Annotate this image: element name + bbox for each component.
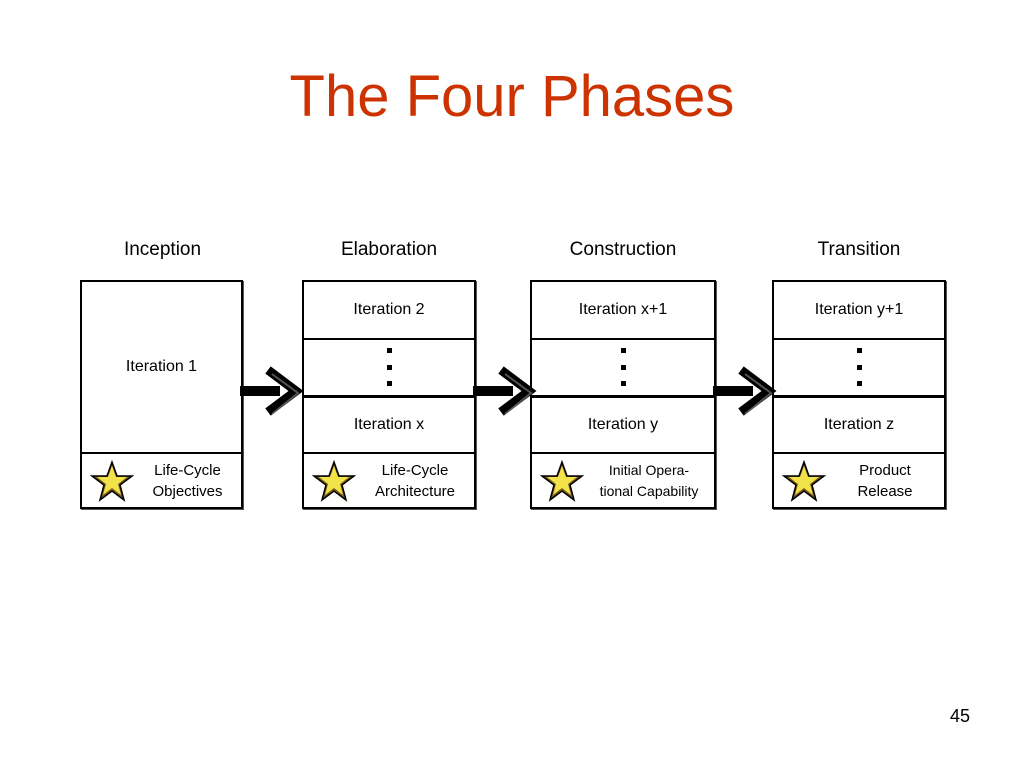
divider [82,452,241,454]
iteration-cell: Iteration 1 [125,358,198,375]
divider [532,338,714,340]
milestone-label: Life-Cycle Objectives [152,462,223,500]
milestone-inception: Life-Cycle Objectives [82,454,241,507]
page-number: 45 [949,706,970,726]
iteration-cell: Iteration x+1 [578,301,668,318]
divider [774,395,944,398]
divider [774,452,944,454]
iteration-cell: Iteration 2 [353,301,425,318]
arrow-right-icon [240,366,304,416]
iteration-cell: Iteration y [587,416,659,433]
ellipsis-dots [857,348,862,386]
phase-label-inception: Inception [123,239,202,260]
milestone-transition: Product Release [774,454,944,507]
ellipsis-dots [387,348,392,386]
slide-title: The Four Phases [289,64,735,129]
arrow-right-icon [713,366,777,416]
phase-box-construction: Iteration x+1 Iteration y Initial Opera-… [530,280,716,509]
divider [532,452,714,454]
milestone-label: Initial Opera- tional Capability [599,462,699,499]
divider [304,395,474,398]
ellipsis-dots [621,348,626,386]
star-icon [90,460,134,502]
divider [774,338,944,340]
milestone-elaboration: Life-Cycle Architecture [304,454,474,507]
milestone-construction: Initial Opera- tional Capability [532,454,714,507]
star-icon [782,460,826,502]
milestone-label: Product Release [857,462,913,500]
star-icon [540,460,584,502]
arrow-right-icon [473,366,537,416]
milestone-label: Life-Cycle Architecture [374,462,456,500]
phase-label-elaboration: Elaboration [340,239,438,260]
iteration-cell: Iteration z [823,416,895,433]
phase-label-transition: Transition [817,239,901,260]
divider [304,452,474,454]
divider [304,338,474,340]
phase-box-inception: Iteration 1 Life-Cycle Objectives [80,280,243,509]
iteration-cell: Iteration y+1 [814,301,904,318]
divider [532,395,714,398]
iteration-cell: Iteration x [353,416,425,433]
phase-label-construction: Construction [569,239,677,260]
phase-box-transition: Iteration y+1 Iteration z Product Releas… [772,280,946,509]
phase-box-elaboration: Iteration 2 Iteration x Life-Cycle Archi… [302,280,476,509]
star-icon [312,460,356,502]
